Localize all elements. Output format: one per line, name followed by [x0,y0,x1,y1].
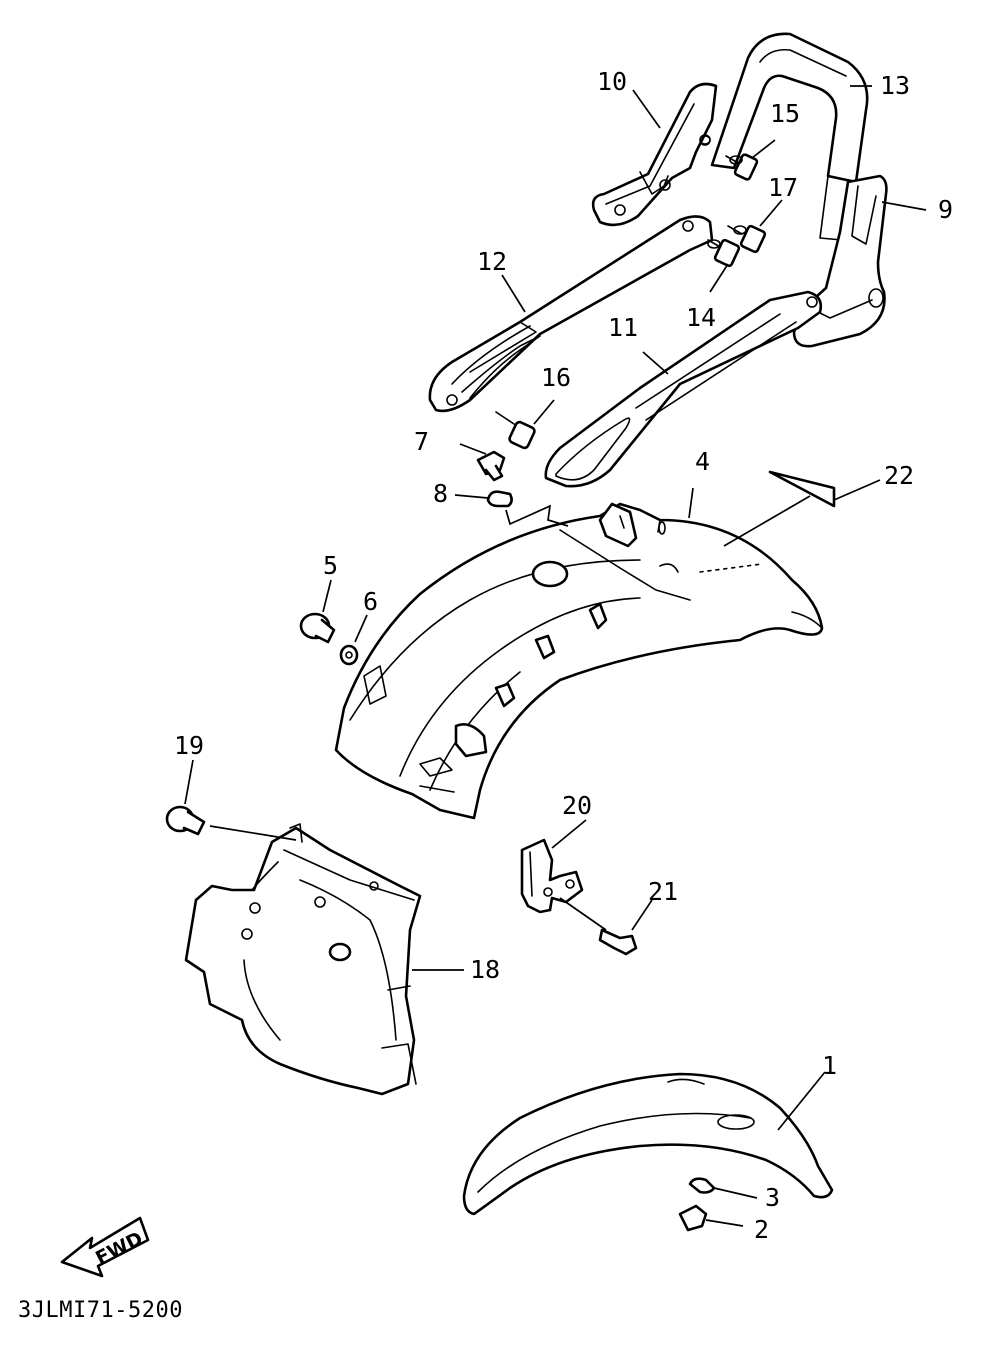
leader-lines [184,85,927,1227]
callout-15: 15 [770,99,800,128]
callout-20: 20 [562,791,592,820]
callout-21: 21 [648,877,678,906]
part-20-bracket [520,838,584,914]
callout-19: 19 [174,731,204,760]
washer-6 [339,644,359,666]
washer-8 [486,490,513,508]
callout-6: 6 [363,587,378,616]
callout-11: 11 [608,313,638,342]
callout-22: 22 [884,461,914,490]
part-22-emblem [768,470,836,508]
bolt-2 [678,1204,708,1232]
washer-3 [688,1177,716,1194]
callout-10: 10 [597,67,627,96]
callout-3: 3 [765,1183,780,1212]
callout-1: 1 [822,1051,837,1080]
part-10-side-bracket-left [591,82,718,227]
part-18-inner-fender [184,823,422,1096]
forward-direction-arrow: FWD [60,1216,150,1278]
callout-14: 14 [686,303,716,332]
bolt-17 [727,224,767,254]
callout-labels: 1 2 3 4 5 6 7 8 9 10 11 12 13 14 15 16 1… [174,67,953,1244]
callout-16: 16 [541,363,571,392]
diagram-code-caption: 3JLMI71-5200 [18,1298,183,1323]
part-12-rail-left [428,215,714,413]
callout-7: 7 [414,427,429,456]
bolt-14 [707,238,741,268]
callout-18: 18 [470,955,500,984]
callout-4: 4 [695,447,710,476]
callout-8: 8 [433,479,448,508]
bolt-16 [495,411,536,450]
part-13-grab-bar [699,32,869,241]
callout-5: 5 [323,551,338,580]
bolt-5 [299,612,336,644]
bolt-19 [165,805,206,836]
part-4-rear-fender [334,502,824,820]
bolt-21 [598,928,638,956]
bolt-15 [725,153,759,181]
callout-9: 9 [938,195,953,224]
callout-13: 13 [880,71,910,100]
part-11-rail-right [544,290,823,488]
callout-2: 2 [754,1215,769,1244]
part-1-front-fender [462,1072,834,1216]
callout-12: 12 [477,247,507,276]
callout-17: 17 [768,173,798,202]
bolt-7 [476,450,506,482]
